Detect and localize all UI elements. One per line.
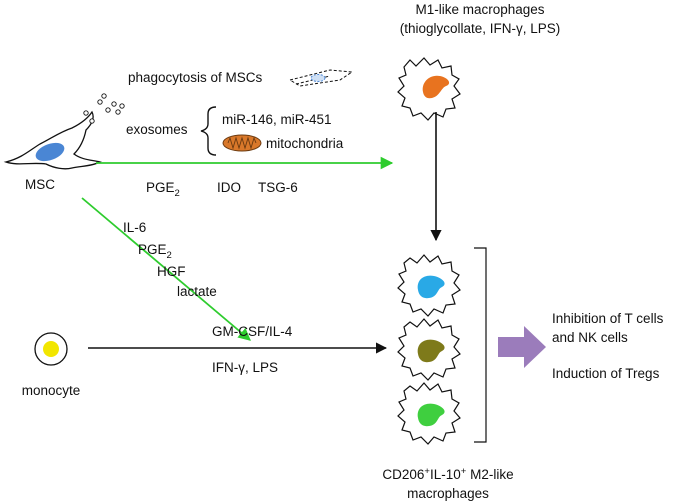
outcome-block-arrow: [498, 326, 546, 368]
m2-group-bracket: [474, 247, 487, 443]
msc-cell: [3, 110, 102, 170]
m2-label-line1: CD206+IL-10+ M2-like: [382, 466, 513, 482]
il6-label: IL-6: [123, 220, 146, 235]
outcome-inhibition-line1: Inhibition of T cells: [552, 311, 664, 326]
mitochondria-icon: [222, 134, 262, 152]
m2-label-line2: macrophages: [407, 486, 489, 501]
m1-subtitle: (thioglycollate, IFN-γ, LPS): [400, 21, 561, 36]
tsg6-label: TSG-6: [258, 180, 298, 195]
exosome-brace: [200, 106, 217, 156]
outcome-tregs: Induction of Tregs: [552, 366, 660, 381]
msc-fragment-icon: [288, 69, 354, 87]
exosome-dots: [83, 93, 125, 124]
ifn-lps-label: IFN-γ, LPS: [212, 360, 278, 375]
diag-pge2-label: PGE2: [138, 242, 172, 261]
phagocytosis-label: phagocytosis of MSCs: [128, 70, 263, 85]
m1-title: M1-like macrophages: [415, 2, 544, 17]
hgf-label: HGF: [157, 264, 186, 279]
m2-macrophage-blue: [397, 254, 461, 317]
m2-macrophage-green: [397, 382, 461, 445]
monocyte-cell: [34, 332, 68, 366]
monocyte-label: monocyte: [22, 383, 81, 398]
msc-label: MSC: [25, 177, 55, 192]
m1-macrophage-cell: [397, 57, 461, 121]
msc-diagonal-arrow: [81, 197, 251, 341]
exosomes-label: exosomes: [126, 122, 188, 137]
pge2-label: PGE2: [146, 180, 180, 199]
mitochondria-label: mitochondria: [266, 136, 344, 151]
gmcsf-label: GM-CSF/IL-4: [212, 324, 293, 339]
mirna-label: miR-146, miR-451: [222, 112, 332, 127]
outcome-inhibition-line2: and NK cells: [552, 330, 628, 345]
m2-macrophage-olive: [397, 318, 461, 381]
ido-label: IDO: [217, 180, 241, 195]
lactate-label: lactate: [177, 284, 217, 299]
